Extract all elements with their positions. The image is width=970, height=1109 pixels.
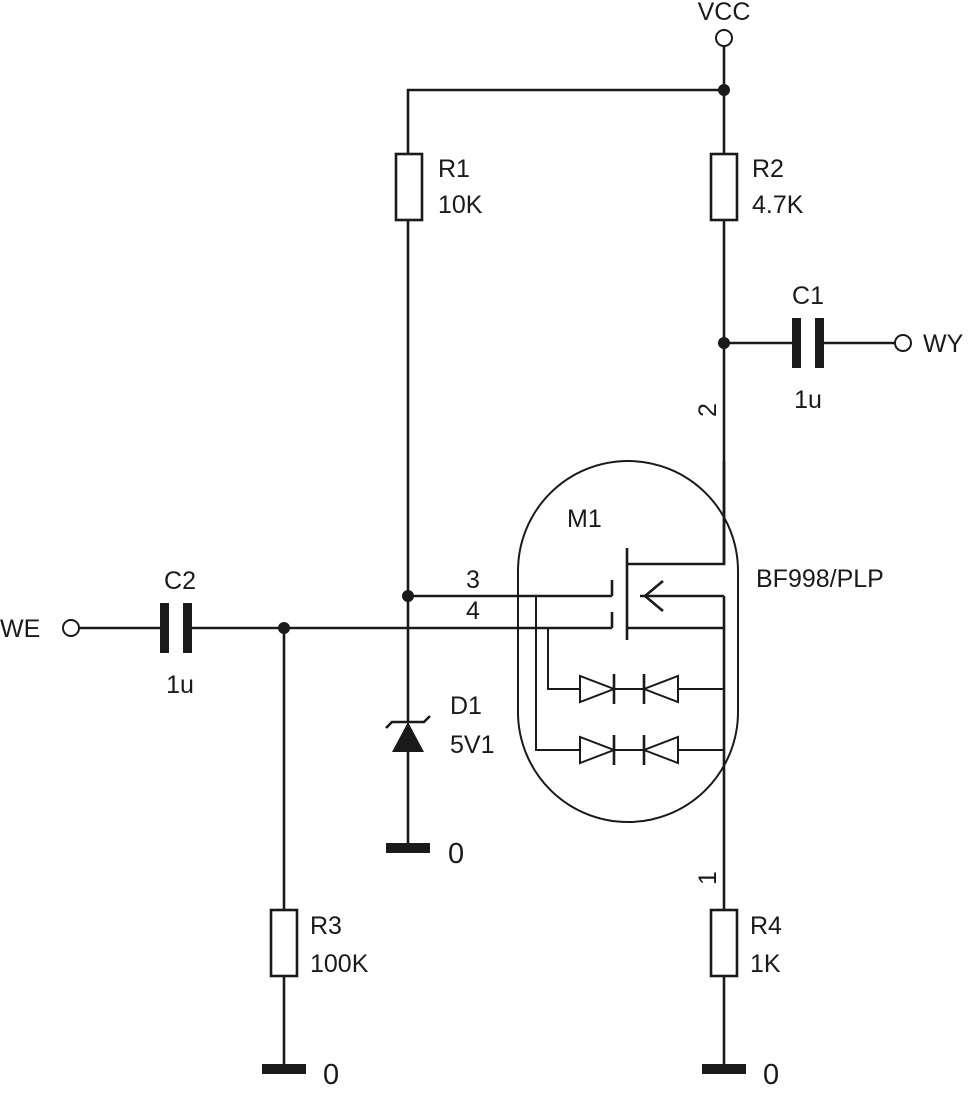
vcc-label: VCC <box>698 0 751 26</box>
vcc-rail-wire <box>406 84 730 154</box>
pin-source-number: 1 <box>694 871 722 885</box>
pin-gate1-number: 3 <box>466 566 480 594</box>
ground-r4-label: 0 <box>763 1059 779 1091</box>
r2-resistor: R2 4.7K <box>709 152 804 222</box>
m1-mosfet: M1 BF998/PLP <box>517 460 884 823</box>
ground-r4: 0 <box>702 1059 779 1091</box>
r4-value: 1K <box>750 950 781 978</box>
d1-zener-diode: D1 5V1 <box>385 692 494 759</box>
c1-value: 1u <box>794 386 822 414</box>
c1-capacitor: C1 1u <box>724 282 895 414</box>
vcc-terminal: VCC <box>698 0 751 90</box>
pin-gate2-number: 4 <box>466 597 480 625</box>
c2-capacitor: C2 1u <box>79 567 284 699</box>
pin-drain-number: 2 <box>694 403 722 417</box>
r1-ref: R1 <box>438 155 470 183</box>
m1-ref: M1 <box>567 505 602 533</box>
r1-resistor: R1 10K <box>394 152 483 222</box>
ground-r3: 0 <box>262 1059 339 1091</box>
r3-ref: R3 <box>310 912 342 940</box>
c1-ref: C1 <box>792 282 824 310</box>
r3-resistor: R3 100K <box>269 908 369 978</box>
r2-ref: R2 <box>752 155 784 183</box>
r4-resistor: R4 1K <box>709 908 782 978</box>
protection-diode-pair-1 <box>579 674 724 704</box>
we-label: WE <box>0 615 40 643</box>
ground-d1: 0 <box>386 838 464 870</box>
c2-ref: C2 <box>164 567 196 595</box>
protection-diode-pair-2 <box>579 735 724 765</box>
d1-value: 5V1 <box>450 731 494 759</box>
ground-d1-label: 0 <box>448 838 464 870</box>
m1-value: BF998/PLP <box>756 565 884 593</box>
r1-value: 10K <box>438 191 483 219</box>
r3-value: 100K <box>310 950 369 978</box>
wy-terminal: WY <box>894 330 964 358</box>
wy-label: WY <box>923 330 964 358</box>
m1-package-outline <box>517 460 739 823</box>
d1-ref: D1 <box>450 692 482 720</box>
we-terminal: WE <box>0 615 80 643</box>
r2-value: 4.7K <box>752 191 804 219</box>
ground-r3-label: 0 <box>323 1059 339 1091</box>
r4-ref: R4 <box>750 912 782 940</box>
c2-value: 1u <box>166 671 194 699</box>
